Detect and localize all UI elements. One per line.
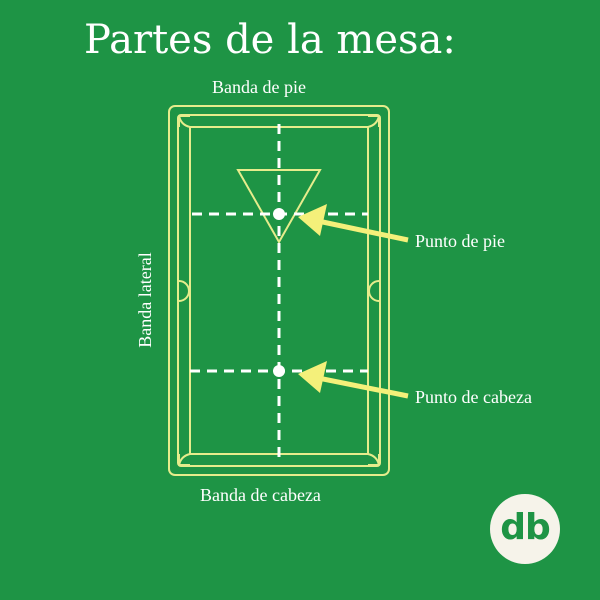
- logo-badge: db: [490, 494, 560, 564]
- table-inner-frame: [177, 114, 381, 467]
- pocket-bottom-right: [367, 453, 380, 466]
- head-spot-arrow-head: [298, 361, 327, 393]
- head-spot: [273, 365, 285, 377]
- pocket-side-right: [368, 280, 380, 302]
- foot-spot-label: Punto de pie: [415, 231, 505, 251]
- logo-text: db: [500, 506, 551, 548]
- foot-spot-arrow-head: [298, 204, 327, 236]
- pocket-bottom-left: [178, 453, 191, 466]
- head-spot-arrow-shaft: [317, 375, 409, 399]
- foot-spot: [273, 208, 285, 220]
- pocket-top-left: [178, 115, 191, 128]
- foot-rail-label: Banda de pie: [212, 77, 306, 97]
- pocket-top-right: [367, 115, 380, 128]
- head-rail-label: Banda de cabeza: [200, 485, 321, 505]
- table-outer-frame: [168, 105, 390, 476]
- foot-spot-arrow-shaft: [317, 218, 409, 243]
- pocket-side-left: [178, 280, 190, 302]
- rack-triangle: [236, 169, 322, 245]
- page-title: Partes de la mesa:: [84, 17, 456, 63]
- head-spot-label: Punto de cabeza: [415, 387, 532, 407]
